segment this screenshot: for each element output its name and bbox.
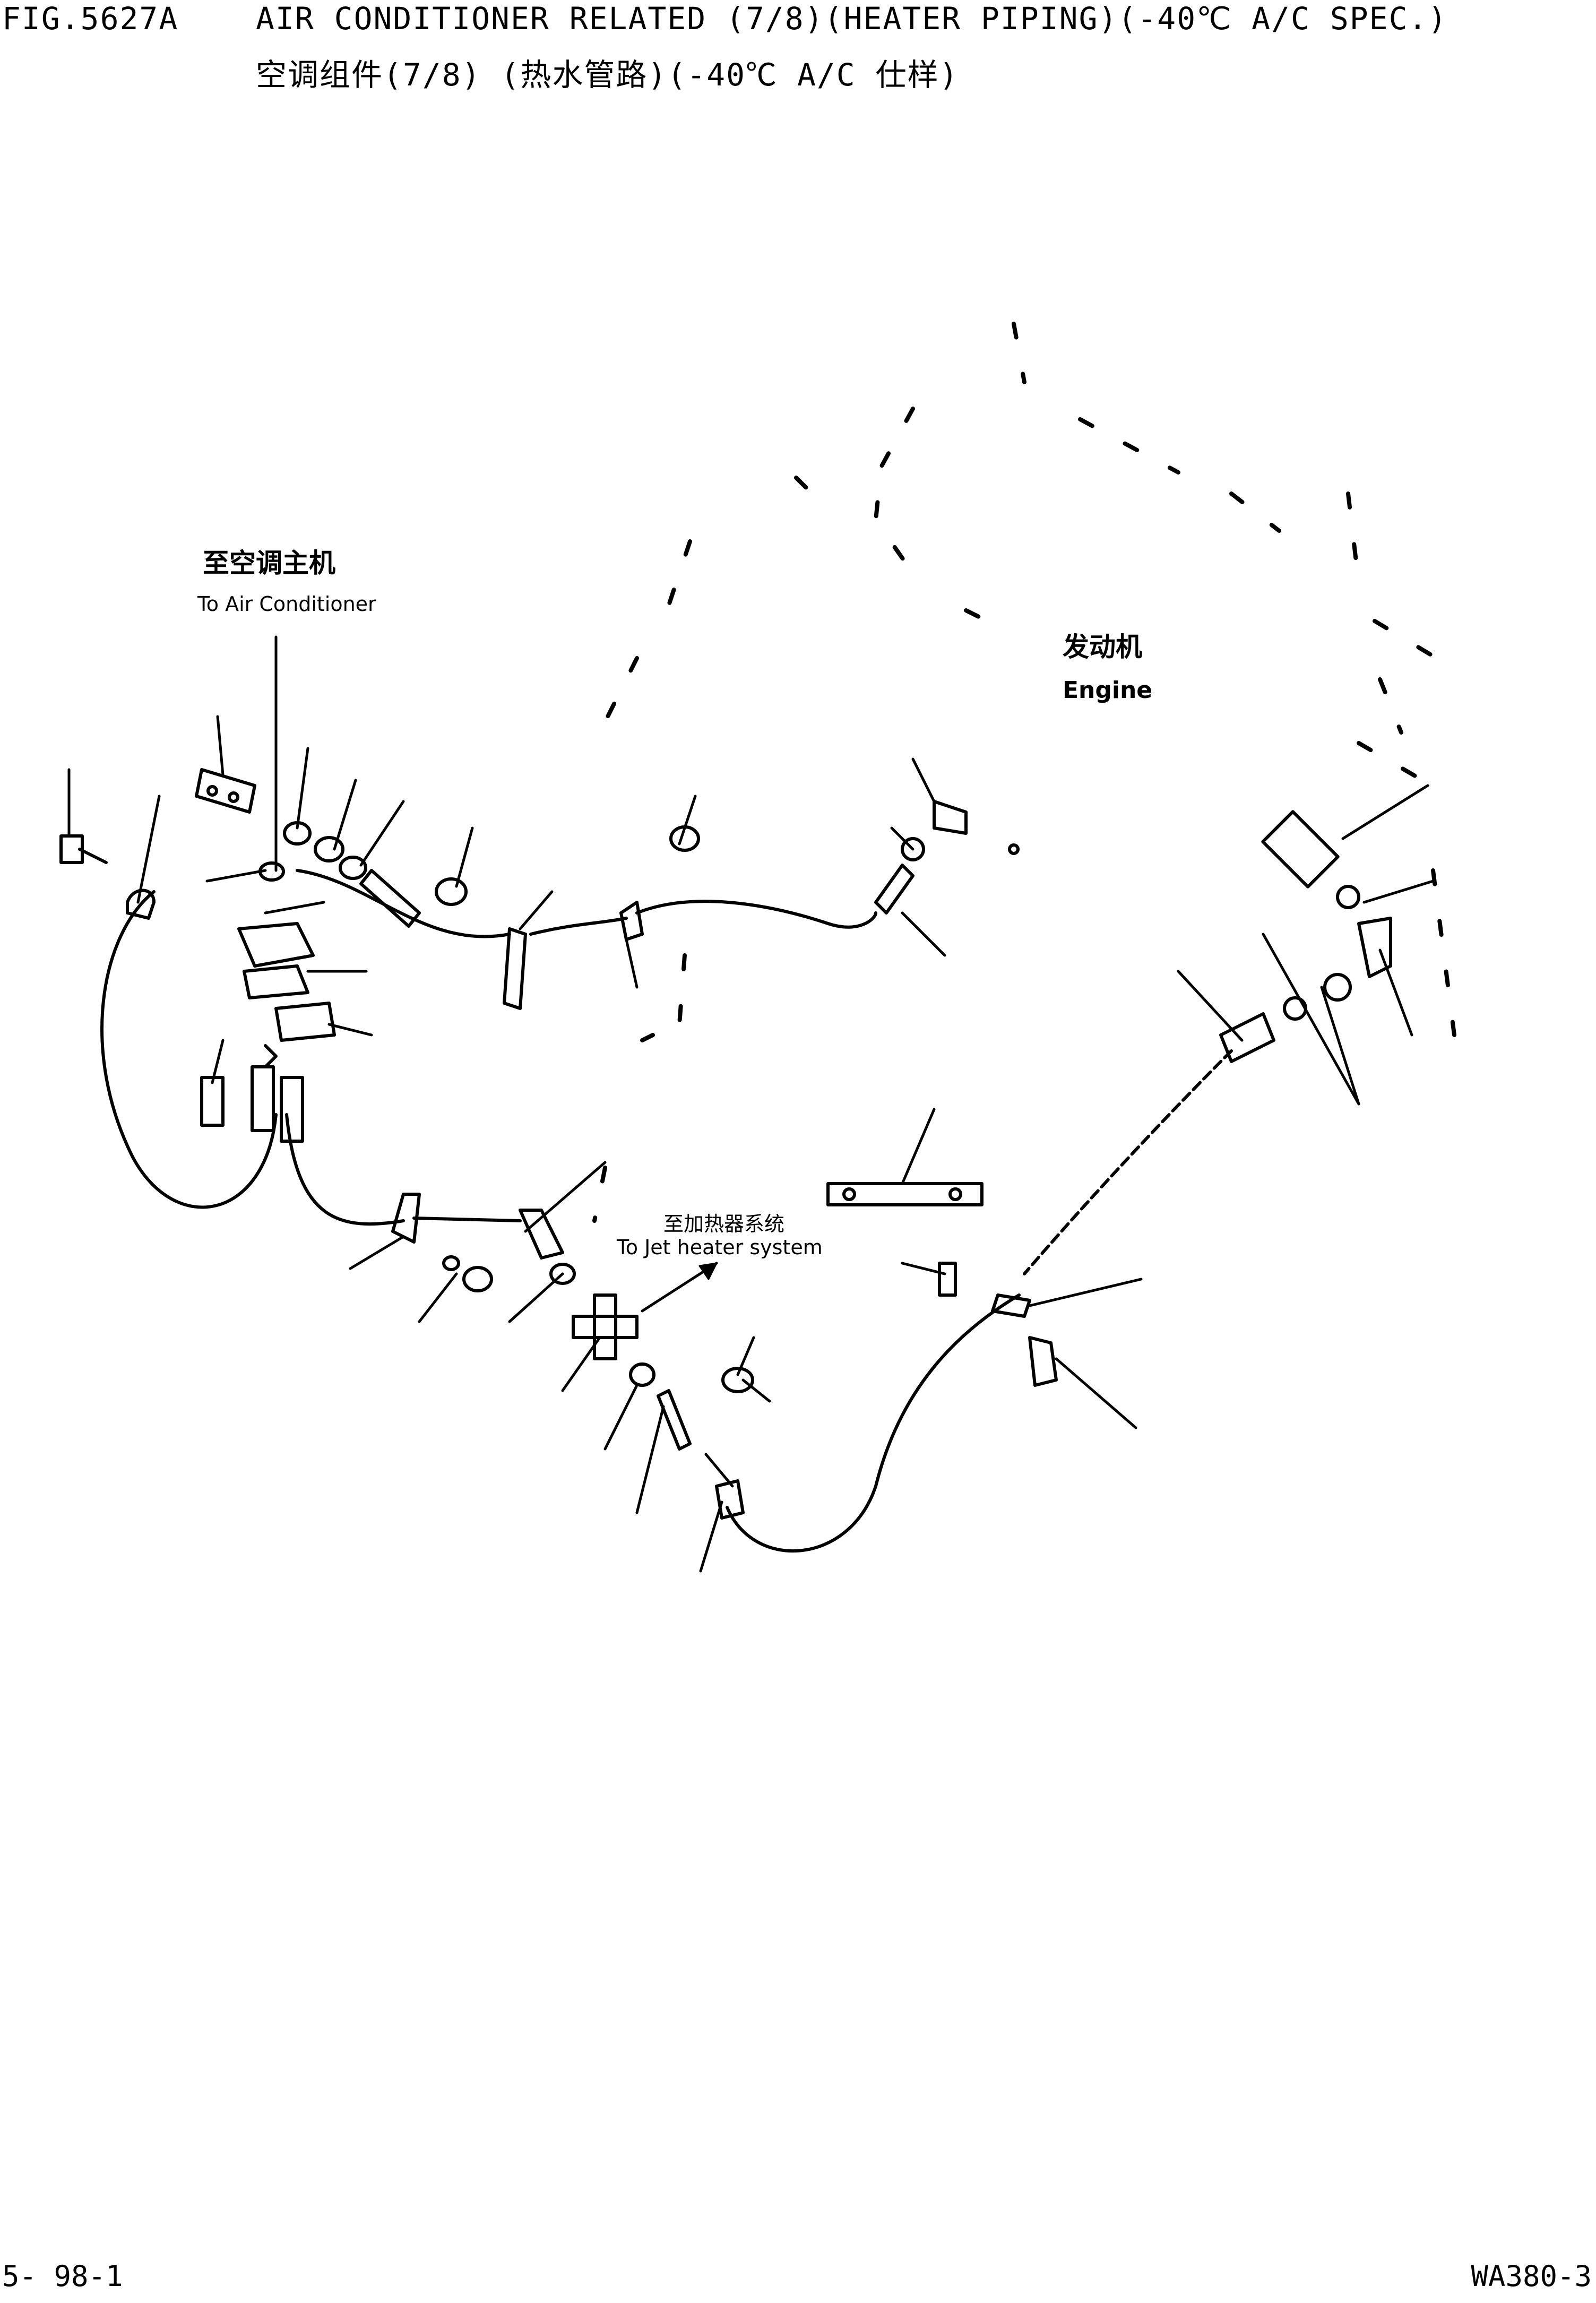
bolt-lower-right xyxy=(938,1262,957,1297)
clamp-lower-2 xyxy=(549,1263,576,1285)
clamp-lower-5 xyxy=(721,1367,754,1393)
bracket-ac-2 xyxy=(243,964,309,999)
sleeve-1 xyxy=(251,1065,275,1132)
elbow-upper-right xyxy=(933,800,968,835)
label-engine-chinese: 发动机 xyxy=(1063,632,1142,662)
engine-nipple xyxy=(1261,810,1340,889)
tee-joint xyxy=(572,1293,639,1360)
bracket-ac-3 xyxy=(274,1002,336,1042)
hose-lower-mid xyxy=(412,1217,522,1222)
bracket-lower-right xyxy=(1028,1336,1058,1387)
hose-lower-right xyxy=(726,1293,1021,1553)
hose-lower-left xyxy=(285,1113,405,1226)
engine-clamp-1 xyxy=(1323,973,1352,1002)
clamp-lower-4 xyxy=(629,1362,655,1387)
clamp-upper-3 xyxy=(339,856,367,880)
hose-upper-2 xyxy=(529,917,628,936)
bracket-top-left xyxy=(195,768,256,814)
label-engine-english: Engine xyxy=(1063,677,1153,704)
arrow-to-jet-heater xyxy=(641,1262,718,1313)
hose-upper-1 xyxy=(296,869,511,938)
label-jet-heater-english: To Jet heater system xyxy=(617,1236,823,1259)
engine-elbow xyxy=(1357,917,1392,978)
clamp-lower-1 xyxy=(391,1193,421,1244)
clamp-lower-3 xyxy=(462,1266,493,1292)
bracket-ac-1 xyxy=(237,922,315,968)
hose-lines xyxy=(100,869,1233,1553)
sleeve-lower xyxy=(657,1389,692,1451)
bolt-lower-left xyxy=(200,1076,225,1127)
hose-upper-3 xyxy=(635,900,877,929)
label-to-ac-chinese: 至空调主机 xyxy=(203,548,335,579)
clamp-upper-4 xyxy=(435,877,468,906)
bracket-lower-1 xyxy=(519,1209,564,1260)
clamp-upper-2 xyxy=(314,836,344,862)
engine-washer xyxy=(1336,885,1360,909)
engine-outline xyxy=(592,322,1456,1223)
figure-title-english: AIR CONDITIONER RELATED (7/8)(HEATER PIP… xyxy=(256,1,1448,37)
clamp-upper-6 xyxy=(619,901,644,941)
clamp-left xyxy=(126,889,156,920)
hose-left-loop xyxy=(100,890,278,1209)
sleeve-upper-right xyxy=(874,864,915,915)
clamp-lower-right xyxy=(991,1293,1031,1318)
engine-clamp-2 xyxy=(1283,996,1307,1021)
label-to-ac-english: To Air Conditioner xyxy=(197,592,376,616)
model-number: WA380-3 xyxy=(1471,2259,1592,2293)
figure-number: FIG.5627A xyxy=(2,1,179,37)
sleeve-upper xyxy=(359,869,421,928)
engine-sleeve xyxy=(1219,1012,1275,1063)
clamp-upper-5 xyxy=(503,927,527,1010)
page-reference: 5- 98-1 xyxy=(2,2259,123,2293)
figure-title-chinese: 空调组件(7/8) (热水管路)(-40℃ A/C 仕样) xyxy=(256,57,959,93)
mounting-plate xyxy=(826,1182,984,1206)
sleeve-2 xyxy=(280,1076,304,1143)
fittings xyxy=(59,768,1392,1520)
hose-engine-return xyxy=(1023,1049,1233,1275)
leader-lines xyxy=(67,635,1435,1573)
label-jet-heater-chinese: 至加热器系统 xyxy=(663,1212,785,1236)
